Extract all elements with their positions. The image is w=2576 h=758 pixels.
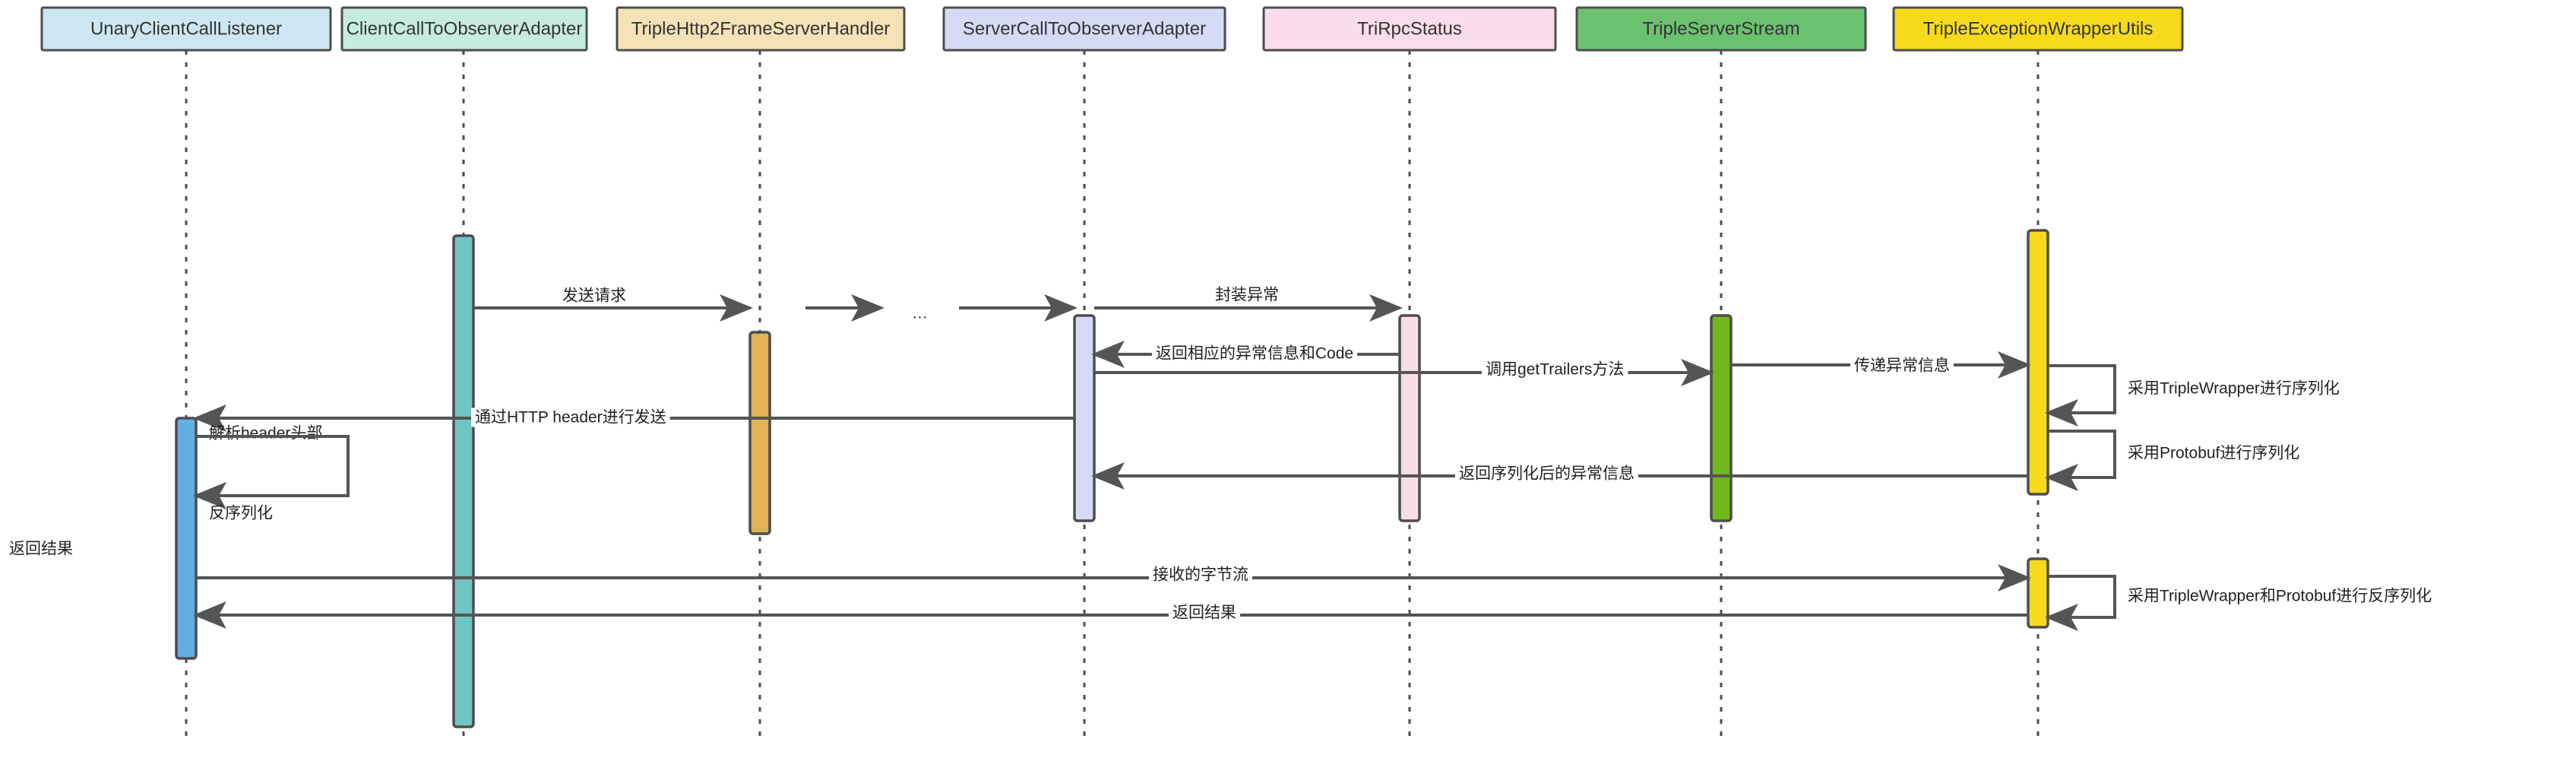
message-m10: 接收的字节流 <box>196 564 2031 591</box>
actor-unaryClientCallListener[interactable]: UnaryClientCallListener <box>40 6 332 52</box>
actor-label-serverCallToObserverAdapter: ServerCallToObserverAdapter <box>963 18 1206 39</box>
activation-bar-tripleHttp2FrameServerHandler <box>748 331 771 535</box>
activation-bar-triRpcStatus <box>1398 314 1421 522</box>
message-label-m_ellipsis: … <box>912 305 929 322</box>
message-m_ellipsis: … <box>912 305 929 322</box>
message-label-m6: 调用getTrailers方法 <box>1486 361 1624 379</box>
message-label-m8: 通过HTTP header进行发送 <box>475 409 666 427</box>
self-message-path-s1 <box>193 435 350 509</box>
self-message-s3: 采用TripleWrapper进行序列化 <box>2045 364 2340 427</box>
message-label-bg-m10 <box>1149 565 1252 585</box>
activation-bar-clientCallToObserverAdapter <box>452 234 475 728</box>
actor-box-unaryClientCallListener[interactable] <box>40 6 332 52</box>
message-label-bg-m5 <box>1151 344 1358 363</box>
message-m6: 调用getTrailers方法 <box>1094 359 1714 386</box>
activation-bar-unaryClientCallListener <box>175 417 198 660</box>
actor-clientCallToObserverAdapter[interactable]: ClientCallToObserverAdapter <box>340 6 588 52</box>
self-message-label-s1: 解析header头部 <box>209 425 322 442</box>
message-label-m9: 返回序列化后的异常信息 <box>1459 465 1635 483</box>
actor-box-tripleServerStream[interactable] <box>1575 6 1867 52</box>
self-message-s4: 采用Protobuf进行序列化 <box>2045 430 2299 491</box>
actor-box-tripleHttp2FrameServerHandler[interactable] <box>616 6 906 52</box>
actor-tripleServerStream[interactable]: TripleServerStream <box>1575 6 1867 52</box>
message-label-m1: 发送请求 <box>562 287 626 305</box>
actor-label-clientCallToObserverAdapter: ClientCallToObserverAdapter <box>347 18 583 39</box>
self-message-label-s4: 采用Protobuf进行序列化 <box>2128 445 2299 462</box>
message-m5: 返回相应的异常信息和Code <box>1091 341 1400 368</box>
actor-boxes-layer: UnaryClientCallListener ClientCallToObser… <box>40 6 2184 52</box>
actor-serverCallToObserverAdapter[interactable]: ServerCallToObserverAdapter <box>942 6 1226 52</box>
actor-label-tripleHttp2FrameServerHandler: TripleHttp2FrameServerHandler <box>631 18 891 39</box>
message-m1: 发送请求 <box>473 286 753 322</box>
message-label-m4: 封装异常 <box>1215 287 1279 304</box>
message-m11: 返回结果 <box>193 601 2028 629</box>
activation-bar-tripleServerStream <box>1710 314 1733 522</box>
message-label-m7: 传递异常信息 <box>1854 357 1950 375</box>
message-m4: 封装异常 <box>1094 285 1403 322</box>
self-message-path-s5 <box>2045 575 2116 631</box>
self-message-s2: 反序列化 <box>193 435 350 522</box>
actor-label-tripleServerStream: TripleServerStream <box>1642 18 1799 39</box>
self-message-s5: 采用TripleWrapper和Protobuf进行反序列化 <box>2045 575 2432 631</box>
message-m8: 通过HTTP header进行发送 <box>193 404 1074 432</box>
actor-label-triRpcStatus: TriRpcStatus <box>1357 18 1462 39</box>
actor-box-serverCallToObserverAdapter[interactable] <box>942 6 1226 52</box>
actor-triRpcStatus[interactable]: TriRpcStatus <box>1262 6 1557 52</box>
actor-tripleExceptionWrapperUtils[interactable]: TripleExceptionWrapperUtils <box>1892 6 2184 52</box>
activation-bars-layer <box>175 229 2049 728</box>
message-label-bg-m9 <box>1455 464 1638 484</box>
self-message-label-s5: 采用TripleWrapper和Protobuf进行反序列化 <box>2128 588 2432 605</box>
actor-box-tripleExceptionWrapperUtils[interactable] <box>1892 6 2184 52</box>
message-label-bg-m6 <box>1482 360 1628 379</box>
message-label-bg-m8 <box>471 408 670 427</box>
activation-bar-tripleExceptionWrapperUtils <box>2027 557 2049 629</box>
actor-tripleHttp2FrameServerHandler[interactable]: TripleHttp2FrameServerHandler <box>616 6 906 52</box>
message-label-bg-m11 <box>1169 603 1240 623</box>
message-label-m5: 返回相应的异常信息和Code <box>1156 345 1353 363</box>
message-label-bg-m1 <box>559 286 630 306</box>
message-m9: 返回序列化后的异常信息 <box>1091 462 2028 490</box>
message-m7: 传递异常信息 <box>1731 351 2031 379</box>
message-label-m11: 返回结果 <box>1172 604 1236 622</box>
self-message-label-s3: 采用TripleWrapper进行序列化 <box>2128 380 2340 398</box>
message-label-bg-m4 <box>1211 285 1283 305</box>
self-message-path-s2 <box>193 435 350 509</box>
self-message-path-s3 <box>2045 364 2116 427</box>
standalone-labels-layer: 返回结果 <box>9 541 73 558</box>
activation-bar-tripleExceptionWrapperUtils <box>2027 229 2049 496</box>
actor-box-clientCallToObserverAdapter[interactable] <box>340 6 588 52</box>
actor-label-tripleExceptionWrapperUtils: TripleExceptionWrapperUtils <box>1923 18 2154 39</box>
actor-box-triRpcStatus[interactable] <box>1262 6 1557 52</box>
activation-bar-serverCallToObserverAdapter <box>1073 314 1096 522</box>
self-message-path-s4 <box>2045 430 2116 491</box>
message-label-bg-m7 <box>1850 356 1954 376</box>
standalone-label-return-result-left: 返回结果 <box>9 541 73 558</box>
actor-label-unaryClientCallListener: UnaryClientCallListener <box>90 18 282 39</box>
message-label-m10: 接收的字节流 <box>1153 566 1248 584</box>
self-message-label-s2: 反序列化 <box>209 505 273 522</box>
